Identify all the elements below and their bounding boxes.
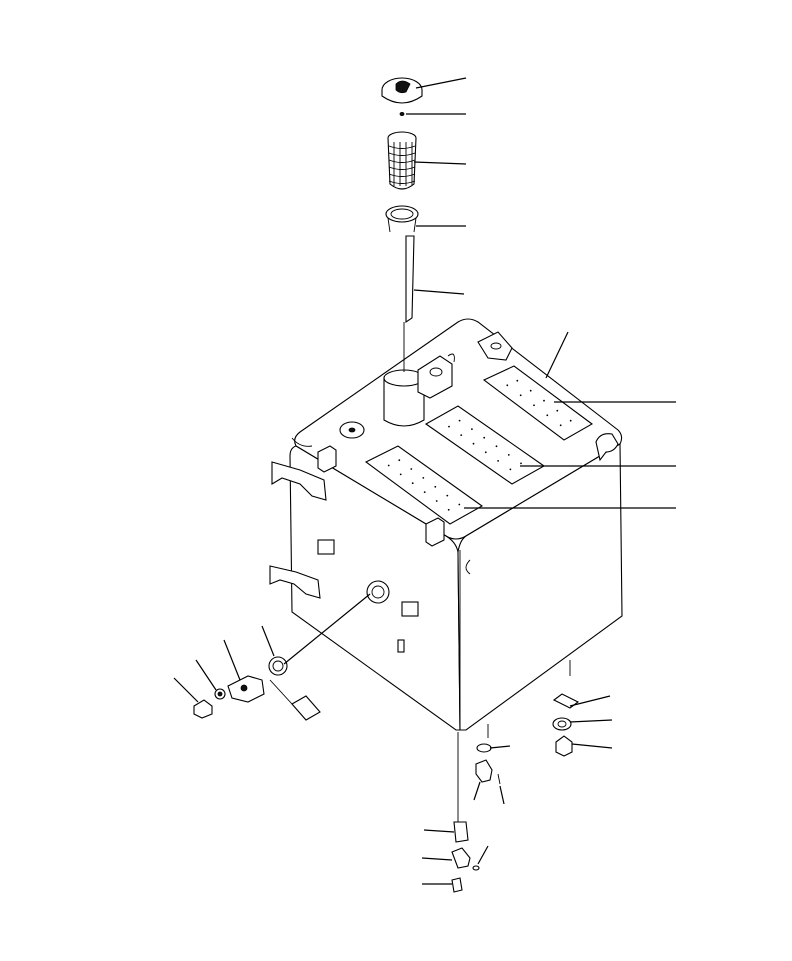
perforation-dot	[435, 500, 438, 502]
drain-plug	[451, 877, 463, 893]
perforation-dot	[497, 460, 499, 462]
perforation-dot	[483, 436, 486, 439]
perforation-dot	[520, 462, 522, 465]
perforation-dot	[448, 425, 450, 428]
perforation-dot	[398, 459, 401, 462]
strainer	[387, 131, 417, 190]
mesh-line	[388, 159, 416, 163]
leader-lines	[173, 77, 676, 885]
perforation-dot	[399, 473, 402, 476]
mount-plate	[552, 693, 580, 709]
perforation-dot	[519, 394, 522, 397]
cap-pin	[399, 112, 405, 117]
perforation-dot	[484, 451, 487, 454]
perforation-dot	[446, 494, 449, 497]
drain-elbow-lower	[451, 847, 471, 869]
perforation-dot	[411, 482, 414, 485]
drain-o-ring	[476, 743, 492, 753]
perforation-dot	[559, 424, 562, 427]
perforation-dot	[423, 491, 426, 493]
level-sensor	[269, 679, 321, 721]
perforation-dot	[506, 384, 509, 387]
strainer-collar	[385, 205, 419, 233]
perforation-dot	[495, 445, 498, 448]
drain-valve	[453, 732, 469, 843]
sender-bolt	[193, 699, 213, 719]
perforation-dot	[543, 399, 545, 402]
tank-top-cover-plate-right	[482, 365, 594, 441]
perforation-dot	[533, 404, 535, 407]
fuel-level-gauge-rod	[403, 235, 415, 372]
sensor-bracket	[227, 675, 265, 703]
perforation-dot	[434, 485, 437, 488]
perforation-dot	[516, 379, 519, 382]
mount-washer	[552, 717, 572, 731]
mesh-line	[388, 152, 416, 156]
tank-top-cover-plate-left	[364, 445, 484, 525]
perforation-dot	[569, 419, 572, 422]
perforation-dot	[387, 464, 390, 467]
perforation-dot	[556, 409, 559, 412]
mesh-line	[388, 173, 416, 177]
drain-elbow	[475, 759, 493, 783]
mesh-line	[388, 180, 416, 184]
mount-bolt	[555, 735, 573, 757]
perforation-dot	[447, 508, 450, 511]
drain-pin	[497, 773, 501, 785]
perforation-dot	[422, 477, 425, 479]
mesh-line	[388, 145, 416, 149]
perforation-dot	[546, 414, 549, 417]
mesh-line	[388, 166, 416, 170]
perforation-dot	[507, 454, 510, 456]
filler-cap	[381, 77, 423, 104]
perforation-dot	[471, 428, 473, 430]
perforation-dot	[529, 389, 532, 392]
o-ring	[268, 656, 288, 676]
perforation-dot	[460, 434, 463, 436]
sender-washer	[214, 688, 226, 700]
perforation-dot	[472, 442, 475, 445]
drain-small-pin	[472, 865, 480, 871]
perforation-dot	[410, 468, 413, 470]
perforation-dot	[458, 419, 461, 422]
perforation-dot	[458, 503, 461, 506]
perforation-dot	[509, 468, 512, 471]
fuel-tank-body	[269, 318, 623, 738]
